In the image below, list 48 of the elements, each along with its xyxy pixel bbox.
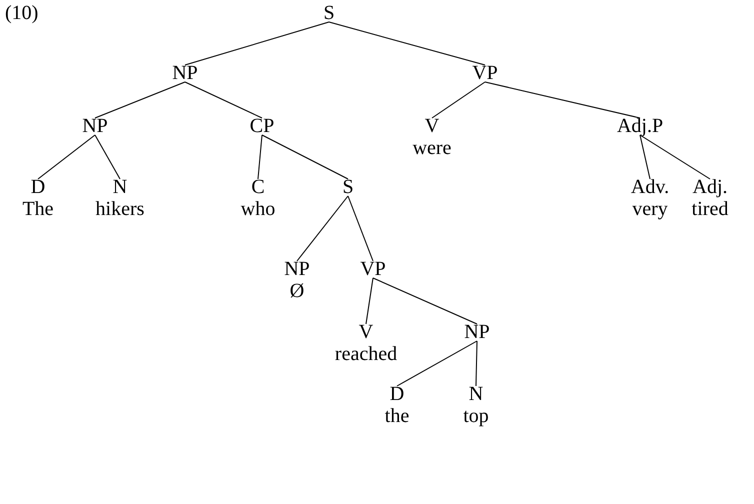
word-label: hikers bbox=[96, 198, 144, 220]
word-label: the bbox=[384, 405, 410, 427]
tree-branch bbox=[94, 82, 186, 118]
word-label: reached bbox=[334, 343, 398, 365]
tree-branch bbox=[372, 278, 478, 324]
tree-branch bbox=[328, 22, 486, 66]
category-label: NP bbox=[82, 115, 108, 137]
tree-branch bbox=[94, 134, 120, 180]
category-label: N bbox=[112, 176, 128, 198]
tree-branch bbox=[262, 134, 348, 180]
word-label: who bbox=[240, 198, 276, 220]
word-label: very bbox=[632, 198, 668, 220]
category-label: S bbox=[342, 176, 354, 198]
category-label: D bbox=[30, 176, 46, 198]
category-label: VP bbox=[472, 62, 498, 84]
tree-branch bbox=[484, 82, 640, 118]
category-label: Adj.P bbox=[616, 115, 664, 137]
tree-branch bbox=[258, 134, 262, 180]
word-label: Ø bbox=[290, 280, 304, 302]
example-number: (10) bbox=[5, 2, 38, 24]
word-label: top bbox=[463, 405, 489, 427]
tree-branch bbox=[38, 134, 96, 180]
word-label: were bbox=[412, 137, 452, 159]
word-label: tired bbox=[692, 198, 728, 220]
category-label: N bbox=[468, 383, 484, 405]
category-label: VP bbox=[360, 258, 386, 280]
tree-branch bbox=[348, 196, 374, 262]
category-label: NP bbox=[172, 62, 198, 84]
category-label: NP bbox=[284, 258, 310, 280]
category-label: Adj. bbox=[692, 176, 728, 198]
category-label: NP bbox=[464, 321, 490, 343]
tree-branch bbox=[296, 196, 348, 262]
tree-branch bbox=[396, 340, 478, 386]
tree-branch bbox=[640, 134, 710, 180]
tree-branch bbox=[184, 82, 262, 118]
tree-branch bbox=[432, 82, 486, 118]
category-label: CP bbox=[250, 115, 274, 137]
tree-branch bbox=[366, 278, 374, 324]
category-label: Adv. bbox=[630, 176, 670, 198]
category-label: V bbox=[424, 115, 440, 137]
category-label: V bbox=[358, 321, 374, 343]
tree-branch bbox=[476, 340, 478, 386]
tree-branch bbox=[640, 134, 650, 180]
word-label: The bbox=[22, 198, 54, 220]
category-label: S bbox=[323, 2, 335, 24]
category-label: D bbox=[390, 383, 404, 405]
tree-branch bbox=[184, 22, 330, 66]
category-label: C bbox=[251, 176, 265, 198]
